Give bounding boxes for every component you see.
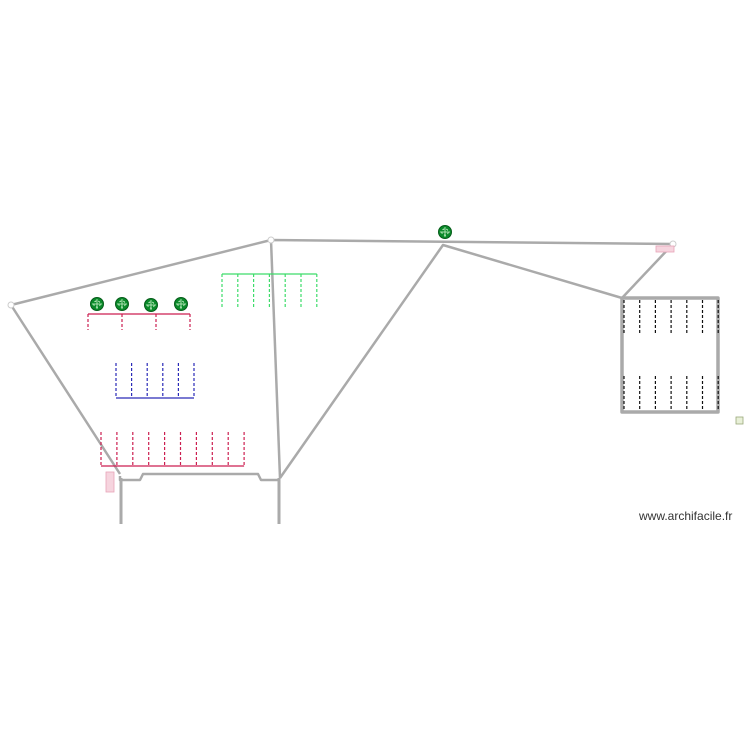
tree-icon [438, 225, 452, 239]
pink-marker-top-right [655, 245, 675, 253]
pink-marker-left [105, 471, 115, 493]
small-legend-box [735, 416, 744, 425]
pink-markers [105, 245, 675, 493]
outline-nodes [7, 236, 677, 309]
parking-garage-enclosure [620, 296, 720, 414]
outline-left-edge [9, 238, 675, 479]
site-outline [9, 238, 720, 524]
blue-parking-row [115, 363, 195, 399]
watermark-text: www.archifacile.fr [639, 509, 733, 523]
trees-group [90, 225, 452, 312]
black-parking-row-bottom [623, 376, 719, 410]
center-divider-wall [269, 239, 282, 479]
green-parking-row [221, 273, 318, 308]
tree-icon [115, 297, 129, 311]
corner-node [267, 236, 275, 244]
tree-icon [174, 297, 188, 311]
corner-node [7, 301, 15, 309]
small-crimson-row [87, 313, 191, 330]
tree-icon [90, 297, 104, 311]
crimson-parking-row [100, 432, 245, 467]
parking-rows [87, 273, 719, 467]
black-parking-row-top [623, 300, 719, 334]
tree-icon [144, 298, 158, 312]
building-front-wall [118, 472, 280, 482]
